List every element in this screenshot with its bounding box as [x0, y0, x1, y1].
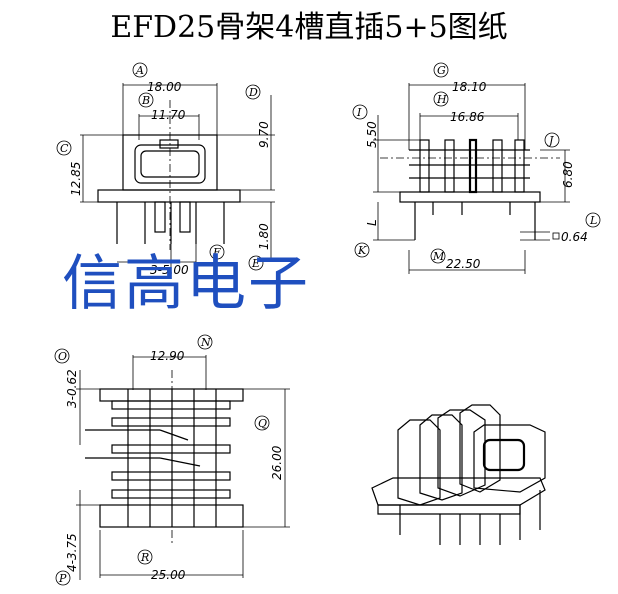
top-view	[76, 355, 290, 580]
label-b: B	[141, 94, 150, 107]
label-i: I	[356, 106, 362, 119]
label-m: M	[432, 250, 445, 263]
dim-j: 6.80	[561, 161, 575, 188]
label-e: E	[251, 257, 260, 270]
dim-g: 18.10	[452, 80, 487, 94]
dim-m: 22.50	[446, 257, 481, 271]
side-view	[373, 83, 570, 274]
label-h: H	[436, 93, 447, 106]
dim-h: 16.86	[450, 110, 485, 124]
dim-i: 5.50	[365, 121, 379, 148]
label-c: C	[60, 142, 69, 155]
dim-c: 12.85	[69, 162, 83, 196]
label-r: R	[140, 551, 149, 564]
label-p: P	[58, 572, 67, 585]
dim-q: 26.00	[270, 445, 284, 480]
label-f: F	[212, 246, 221, 259]
dim-e: 1.80	[257, 223, 271, 250]
front-view	[80, 83, 275, 268]
dim-d: 9.70	[257, 121, 271, 148]
dim-f: 3-5.00	[150, 263, 189, 277]
label-a: A	[135, 64, 144, 77]
dim-l: 0.64	[561, 230, 588, 244]
dim-a: 18.00	[147, 80, 182, 94]
label-o: O	[58, 350, 67, 363]
dim-p: 4-3.75	[65, 533, 79, 572]
label-k: K	[357, 244, 367, 257]
label-q: Q	[258, 417, 267, 430]
drawing-title: EFD25骨架4槽直插5+5图纸	[110, 10, 508, 45]
dim-o: 3-0.62	[65, 369, 79, 408]
label-d: D	[248, 86, 258, 99]
label-g: G	[437, 64, 446, 77]
dim-b: 11.70	[151, 108, 186, 122]
dim-k: L	[365, 219, 379, 226]
isometric-view	[371, 404, 546, 545]
label-j: J	[547, 134, 554, 147]
label-l: L	[589, 214, 597, 227]
watermark: 信高电子	[62, 249, 310, 319]
label-n: N	[200, 336, 211, 349]
dim-n: 12.90	[150, 349, 185, 363]
dim-r: 25.00	[151, 568, 186, 582]
